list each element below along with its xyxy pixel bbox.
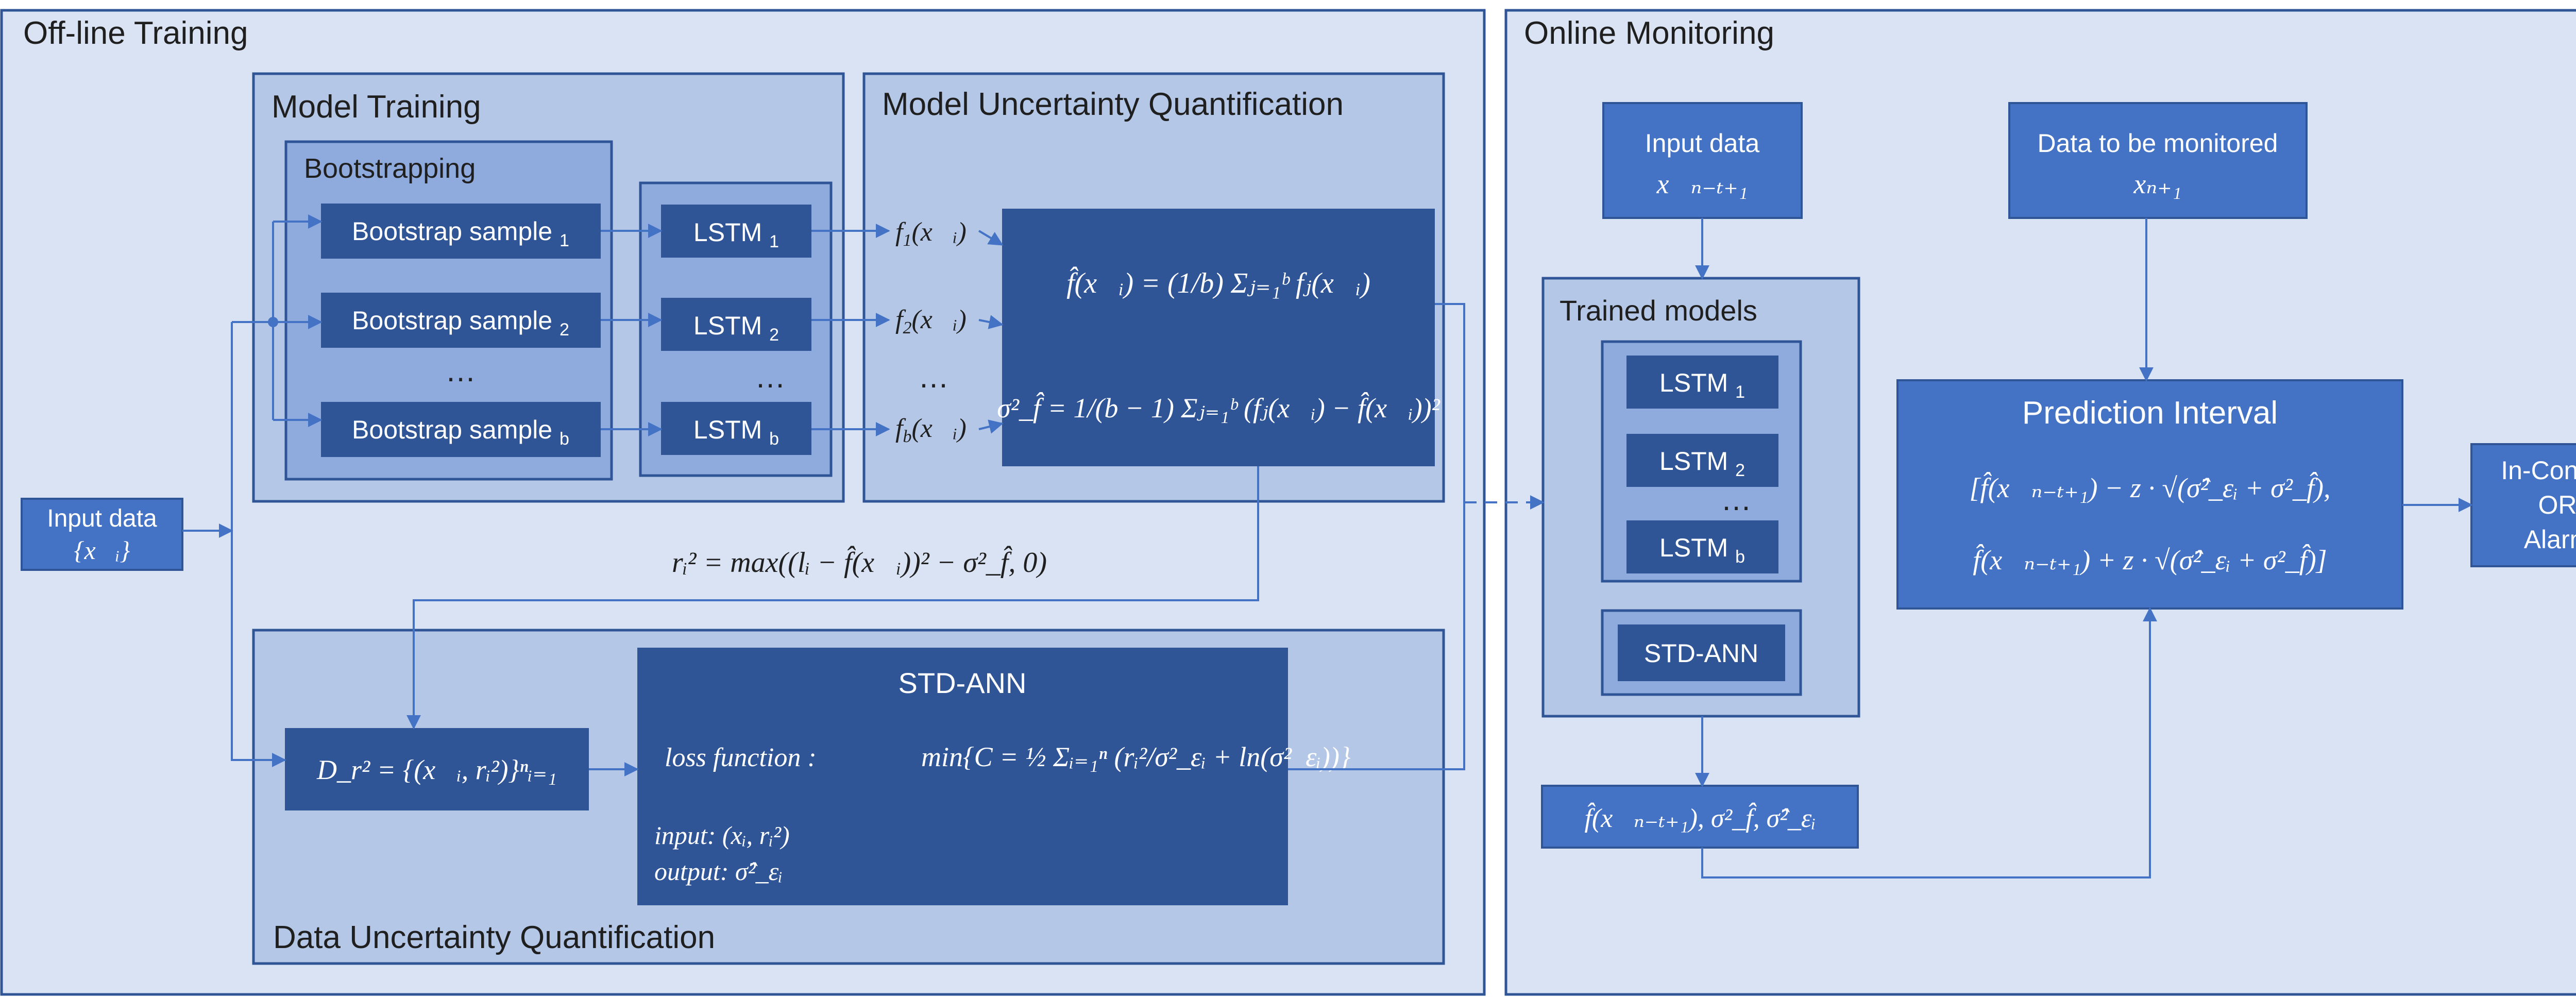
residual-eq: rᵢ² = max((lᵢ − f̂(x⃗ᵢ))² − σ²_f̂, 0) [672, 545, 1047, 579]
svg-text:Input data: Input data [47, 505, 157, 532]
ensemble-mean-eq: f̂(x⃗ᵢ) = (1/b) Σⱼ₌₁ᵇ fⱼ(x⃗ᵢ) [1066, 266, 1370, 299]
svg-text:LSTM b: LSTM b [1659, 533, 1745, 567]
trained-lstm-b: LSTM b [1626, 520, 1778, 573]
bootstrap-sample-1: Bootstrap sample 1 [321, 204, 601, 259]
online-panel-title: Online Monitoring [1524, 15, 1774, 51]
lstm-b: LSTM b [661, 402, 811, 455]
offline-panel-title: Off-line Training [23, 15, 248, 51]
trained-lstm-2: LSTM 2 [1626, 434, 1778, 487]
split-junction [268, 317, 278, 327]
svg-text:[f̂(x⃗ₙ₋ₜ₊₁) − z · √(σ̂²_εᵢ +: [f̂(x⃗ₙ₋ₜ₊₁) − z · √(σ̂²_εᵢ + σ²_f̂), [1970, 471, 2331, 503]
svg-text:Bootstrap sample b: Bootstrap sample b [352, 415, 569, 449]
svg-text:LSTM 2: LSTM 2 [1659, 447, 1745, 480]
svg-text:In-Control: In-Control [2501, 456, 2576, 485]
svg-text:x⃗ₙ₋ₜ₊₁: x⃗ₙ₋ₜ₊₁ [1656, 168, 1748, 199]
model-uncertainty-title: Model Uncertainty Quantification [882, 87, 1344, 122]
trained-std-ann: STD-ANN [1618, 624, 1785, 681]
svg-text:Prediction Interval: Prediction Interval [2022, 395, 2278, 431]
dataset-box: D_r² = {(x⃗ᵢ, rᵢ²)}ⁿᵢ₌₁ [285, 728, 589, 810]
lstm-2: LSTM 2 [661, 298, 811, 351]
svg-text:D_r² = {(x⃗ᵢ, rᵢ²)}ⁿᵢ₌₁: D_r² = {(x⃗ᵢ, rᵢ²)}ⁿᵢ₌₁ [316, 754, 557, 785]
lstm-1: LSTM 1 [661, 205, 811, 258]
prediction-interval-box: Prediction Interval [f̂(x⃗ₙ₋ₜ₊₁) − z · √… [1896, 379, 2403, 610]
std-ann-output: output: σ̂²_εᵢ [654, 857, 783, 886]
svg-text:LSTM 1: LSTM 1 [693, 218, 779, 251]
svg-text:Input data: Input data [1645, 129, 1760, 158]
svg-text:xₙ₊₁: xₙ₊₁ [2133, 168, 2181, 199]
loss-function-label: loss function : [665, 743, 817, 772]
model-output-1: f1(x⃗ᵢ) [895, 217, 967, 250]
svg-text:Bootstrap sample 1: Bootstrap sample 1 [352, 217, 569, 250]
svg-text:Bootstrap sample 2: Bootstrap sample 2 [352, 306, 569, 340]
svg-text:Alarm: Alarm [2524, 525, 2576, 554]
svg-text:{x⃗ᵢ}: {x⃗ᵢ} [74, 536, 130, 565]
svg-text:LSTM b: LSTM b [693, 415, 779, 449]
loss-function-eq: min{C = ½ Σᵢ₌₁ⁿ (rᵢ²/σ²_εᵢ + ln(σ²_εᵢ))} [921, 741, 1351, 772]
input-data-box: Input data {x⃗ᵢ} [21, 498, 183, 571]
online-outputs-box: f̂(x⃗ₙ₋ₜ₊₁), σ²_f̂, σ̂²_εᵢ [1541, 785, 1859, 849]
bootstrap-ellipsis: … [445, 353, 476, 388]
online-input-data-box: Input data x⃗ₙ₋ₜ₊₁ [1602, 102, 1803, 219]
svg-text:LSTM 2: LSTM 2 [693, 311, 779, 345]
trained-models-title: Trained models [1560, 294, 1757, 327]
ensemble-variance-eq: σ²_f̂ = 1/(b − 1) Σⱼ₌₁ᵇ (fⱼ(x⃗ᵢ) − f̂(x⃗… [997, 392, 1440, 424]
std-ann-title: STD-ANN [899, 667, 1027, 699]
data-uncertainty-title: Data Uncertainty Quantification [273, 920, 715, 955]
std-ann-input: input: (xᵢ, rᵢ²) [654, 821, 790, 850]
svg-text:f̂(x⃗ₙ₋ₜ₊₁), σ²_f̂, σ̂²_εᵢ: f̂(x⃗ₙ₋ₜ₊₁), σ²_f̂, σ̂²_εᵢ [1584, 802, 1816, 833]
monitored-data-box: Data to be monitored xₙ₊₁ [2008, 102, 2308, 219]
bootstrap-sample-2: Bootstrap sample 2 [321, 293, 601, 348]
svg-text:STD-ANN: STD-ANN [1644, 639, 1758, 668]
connectors [182, 214, 2473, 878]
std-ann-box: STD-ANN loss function : min{C = ½ Σᵢ₌₁ⁿ … [637, 648, 1351, 905]
svg-text:Data to be monitored: Data to be monitored [2038, 129, 2278, 158]
model-training-title: Model Training [272, 89, 481, 125]
svg-text:LSTM 1: LSTM 1 [1659, 368, 1745, 402]
svg-text:OR: OR [2538, 491, 2576, 519]
bootstrapping-title: Bootstrapping [304, 153, 476, 184]
model-output-ellipsis: … [918, 360, 949, 394]
ensemble-stats-box [1002, 209, 1435, 466]
trained-lstm-1: LSTM 1 [1626, 356, 1778, 409]
svg-text:f̂(x⃗ₙ₋ₜ₊₁) + z · √(σ̂²_εᵢ + σ: f̂(x⃗ₙ₋ₜ₊₁) + z · √(σ̂²_εᵢ + σ²_f̂)] [1973, 544, 2327, 576]
model-output-b: fb(x⃗ᵢ) [895, 414, 967, 446]
monitoring-result-box: In-Control OR Alarm [2470, 443, 2576, 567]
trained-lstm-ellipsis: … [1721, 482, 1752, 517]
bootstrap-sample-b: Bootstrap sample b [321, 402, 601, 457]
lstm-ellipsis: … [755, 360, 786, 394]
